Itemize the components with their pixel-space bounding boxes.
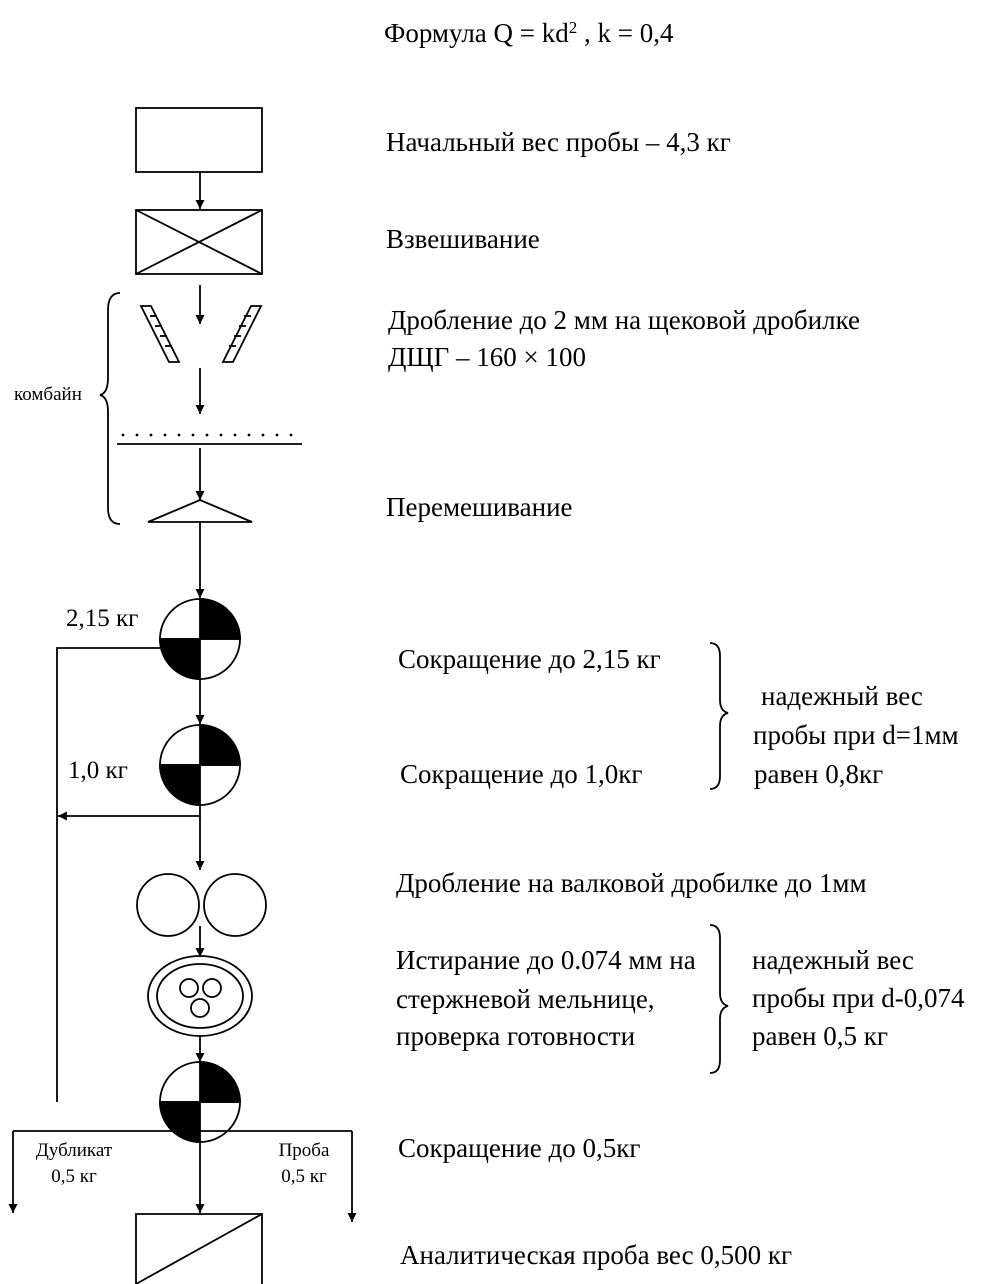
step-analytical: Аналитическая проба вес 0,500 кг xyxy=(400,1240,793,1270)
divider-icon-1 xyxy=(159,598,241,680)
note-reliable-1mm-line1: надежный вес xyxy=(761,681,923,711)
step-reduce-05: Сокращение до 0,5кг xyxy=(398,1133,641,1163)
sample-label: Проба 0,5 кг xyxy=(264,1138,344,1190)
divider-icon-3 xyxy=(159,1061,241,1143)
weighing-box xyxy=(135,209,263,275)
step-reduce-10: Сокращение до 1,0кг xyxy=(400,759,643,789)
mass-10-label: 1,0 кг xyxy=(68,757,128,784)
formula-prefix: Формула Q = kd xyxy=(384,18,569,48)
step-weighing: Взвешивание xyxy=(386,224,540,254)
brace-reliable-1mm xyxy=(709,642,729,790)
combine-label: комбайн xyxy=(14,384,82,405)
step-mixing: Перемешивание xyxy=(386,492,573,522)
step-initial-weight: Начальный вес пробы – 4,3 кг xyxy=(386,127,731,157)
step-reduce-215: Сокращение до 2,15 кг xyxy=(398,644,661,674)
step-jaw-crushing-line2: ДЩГ – 160 × 100 xyxy=(388,342,586,372)
step-roll-crushing: Дробление на валковой дробилке до 1мм xyxy=(396,868,867,898)
initial-sample-box xyxy=(135,107,263,173)
jaw-crusher-icon xyxy=(139,305,263,363)
step-grinding-line1: Истирание до 0.074 мм на xyxy=(396,945,696,975)
brace-reliable-0074 xyxy=(709,924,729,1074)
step-grinding-line2: стержневой мельнице, xyxy=(396,984,655,1014)
analytical-sample-box xyxy=(135,1213,263,1284)
sample-label-line1: Проба xyxy=(278,1140,330,1161)
rod-mill-icon xyxy=(147,955,253,1037)
formula-label: Формула Q = kd2 , k = 0,4 xyxy=(384,16,674,51)
note-reliable-0074-line3: равен 0,5 кг xyxy=(752,1021,888,1051)
screen-dots xyxy=(121,433,293,437)
return-line xyxy=(58,805,201,821)
duplicate-line xyxy=(56,647,160,1102)
mass-215-label: 2,15 кг xyxy=(66,605,139,632)
mixing-triangle xyxy=(147,499,253,523)
note-reliable-0074-line1: надежный вес xyxy=(752,945,914,975)
note-reliable-1mm-line2: пробы при d=1мм xyxy=(753,720,959,750)
divider-icon-2 xyxy=(159,724,241,806)
formula-exponent: 2 xyxy=(568,18,578,37)
duplicate-label: Дубликат 0,5 кг xyxy=(16,1138,132,1190)
note-reliable-0074-line2: пробы при d-0,074 xyxy=(752,983,965,1013)
note-reliable-1mm-line3: равен 0,8кг xyxy=(754,759,884,789)
combine-brace xyxy=(99,292,121,525)
sample-label-line2: 0,5 кг xyxy=(281,1166,327,1187)
formula-suffix: , k = 0,4 xyxy=(577,18,674,48)
step-grinding-line3: проверка готовности xyxy=(396,1021,636,1051)
duplicate-label-line1: Дубликат xyxy=(35,1140,113,1161)
duplicate-label-line2: 0,5 кг xyxy=(51,1166,97,1187)
roll-crusher-icon xyxy=(136,873,267,937)
step-jaw-crushing-line1: Дробление до 2 мм на щековой дробилке xyxy=(388,305,861,335)
